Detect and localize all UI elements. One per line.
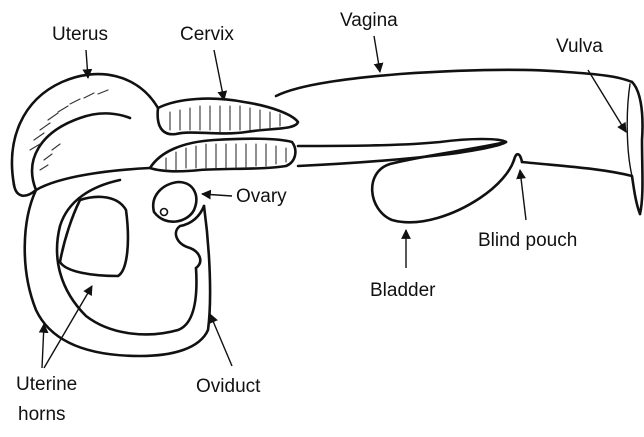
vagina-tube (276, 70, 640, 214)
vagina-arrow (374, 36, 380, 72)
cervix-arrow (214, 50, 224, 100)
bladder-shape (372, 142, 514, 222)
uterus-body (12, 74, 158, 196)
label-blind-pouch: Blind pouch (478, 230, 577, 251)
ovary-shape (153, 182, 196, 222)
label-uterus: Uterus (52, 24, 108, 45)
label-bladder: Bladder (370, 280, 436, 301)
label-cervix: Cervix (180, 24, 234, 45)
oviduct-arrow (210, 314, 232, 366)
uterine-horns-arrow-left (42, 324, 44, 368)
leader-lines (42, 36, 626, 368)
blind-pouch-arrow (520, 170, 526, 220)
blind-pouch-shape (514, 154, 522, 162)
label-vagina: Vagina (340, 10, 398, 31)
label-vulva: Vulva (556, 36, 603, 57)
label-uterine-horns-line2: horns (18, 404, 66, 425)
ovary-arrow (202, 194, 232, 196)
label-oviduct: Oviduct (196, 376, 261, 397)
labels: Uterus Cervix Vagina Vulva Ovary Blind p… (16, 10, 603, 425)
cervix-shape (150, 99, 298, 172)
label-uterine-horns-line1: Uterine (16, 374, 77, 395)
label-ovary: Ovary (236, 186, 287, 207)
uterine-horns-shape (25, 168, 210, 356)
uterine-horns-arrow-right (44, 286, 92, 368)
